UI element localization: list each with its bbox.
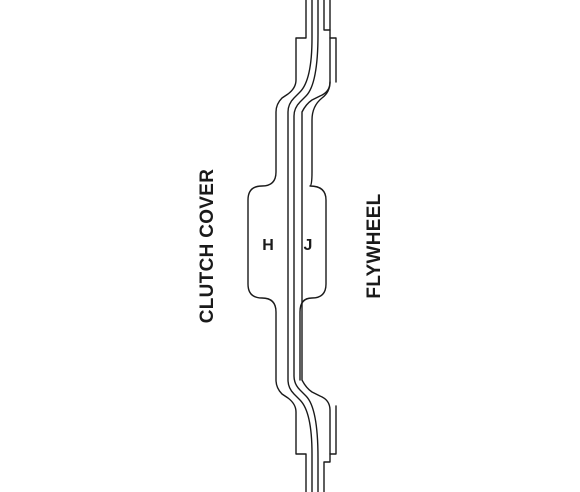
facing-h-profile (287, 0, 313, 492)
part-j-label: J (304, 237, 313, 254)
facing-j-profile (301, 0, 331, 492)
clutch-cover-label: CLUTCH COVER (197, 169, 218, 324)
flywheel-label: FLYWHEEL (364, 193, 385, 298)
cover-outer-profile (247, 0, 307, 492)
part-h-label: H (262, 237, 274, 254)
flywheel-step-bottom (329, 405, 337, 455)
flywheel-outer-profile (299, 0, 331, 381)
flywheel-step-top (329, 37, 337, 83)
center-plate-profile (293, 0, 319, 492)
